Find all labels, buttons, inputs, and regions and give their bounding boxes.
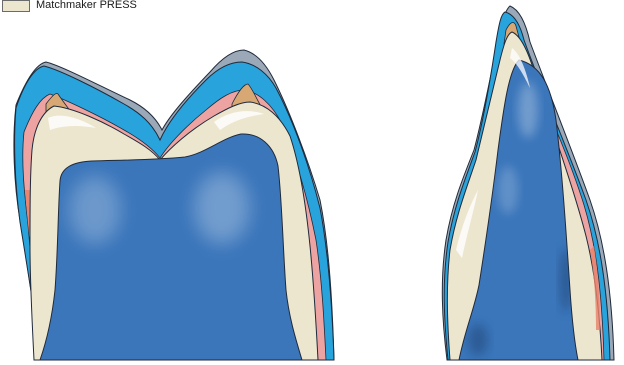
molar-highlight-right	[194, 172, 250, 244]
molar	[14, 50, 334, 360]
molar-highlight-left	[69, 176, 121, 244]
molar-core	[40, 134, 302, 360]
premolar-highlight-middle	[498, 166, 518, 214]
premolar	[442, 6, 614, 360]
premolar-highlight-upper	[518, 82, 538, 138]
premolar-shadow-bottom	[468, 324, 488, 356]
